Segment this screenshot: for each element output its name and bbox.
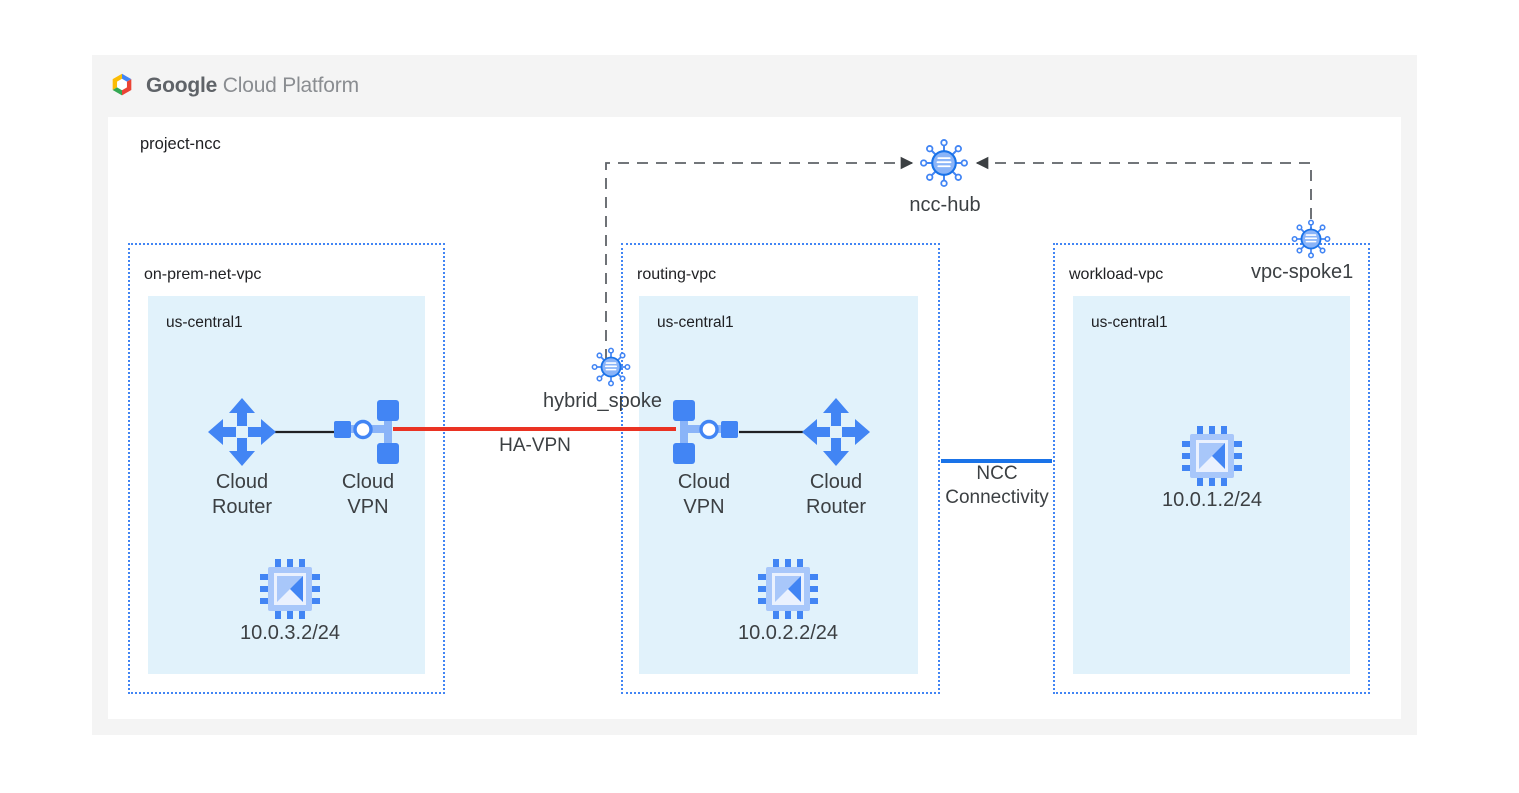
label-vm-right: 10.0.1.2/24 bbox=[1161, 489, 1263, 511]
vpc-on-prem-net-vpc: on-prem-net-vpc bbox=[128, 243, 445, 694]
node-vm-mid[interactable]: 10.0.2.2/24 bbox=[720, 557, 856, 645]
ncc-hub-icon bbox=[920, 139, 968, 187]
gcp-wordmark: Google Cloud Platform bbox=[146, 74, 359, 98]
google-cloud-platform-logo-icon bbox=[112, 73, 132, 96]
node-hybrid-spoke[interactable] bbox=[590, 346, 632, 393]
cloud-vpn-icon bbox=[334, 400, 399, 464]
node-vm-right[interactable]: 10.0.1.2/24 bbox=[1144, 424, 1280, 512]
node-ncc-hub[interactable] bbox=[918, 137, 970, 194]
label-ncc-hub: ncc-hub bbox=[909, 194, 981, 216]
node-cloud-vpn-left[interactable]: Cloud VPN bbox=[332, 396, 404, 520]
region-label-on-prem: us-central1 bbox=[166, 314, 243, 331]
vpc-workload-vpc: workload-vpc bbox=[1053, 243, 1370, 694]
ncc-spoke-icon bbox=[591, 347, 631, 387]
compute-instance-icon bbox=[758, 559, 818, 619]
label-hybrid-spoke: hybrid_spoke bbox=[543, 390, 662, 412]
node-cloud-router-left[interactable]: Cloud Router bbox=[196, 396, 288, 520]
gcp-header: Google Cloud Platform bbox=[92, 55, 1417, 117]
vpc-label-workload: workload-vpc bbox=[1069, 266, 1164, 283]
ncc-spoke-icon bbox=[1291, 219, 1331, 259]
label-cloud-router-mid: Cloud Router bbox=[805, 471, 867, 518]
label-vm-left: 10.0.3.2/24 bbox=[239, 622, 341, 644]
node-vm-left[interactable]: 10.0.3.2/24 bbox=[222, 557, 358, 645]
region-label-routing: us-central1 bbox=[657, 314, 734, 331]
region-label-workload: us-central1 bbox=[1091, 314, 1168, 331]
label-vm-mid: 10.0.2.2/24 bbox=[737, 622, 839, 644]
brand-bold: Google bbox=[146, 74, 218, 97]
label-ha-vpn: HA-VPN bbox=[499, 435, 571, 456]
cloud-vpn-icon bbox=[673, 400, 738, 464]
label-cloud-vpn-mid: Cloud VPN bbox=[677, 471, 731, 518]
compute-instance-icon bbox=[260, 559, 320, 619]
node-vpc-spoke1[interactable] bbox=[1290, 218, 1332, 265]
node-cloud-vpn-mid[interactable]: Cloud VPN bbox=[668, 396, 740, 520]
label-cloud-router-left: Cloud Router bbox=[211, 471, 273, 518]
brand-light: Cloud Platform bbox=[222, 74, 359, 97]
vpc-label-on-prem: on-prem-net-vpc bbox=[144, 266, 262, 283]
project-label: project-ncc bbox=[140, 135, 221, 153]
node-cloud-router-mid[interactable]: Cloud Router bbox=[790, 396, 882, 520]
vpc-label-routing: routing-vpc bbox=[637, 266, 717, 283]
label-vpc-spoke1: vpc-spoke1 bbox=[1251, 261, 1354, 283]
label-ncc-connectivity: NCC Connectivity bbox=[945, 463, 1049, 508]
cloud-router-icon bbox=[208, 398, 276, 466]
cloud-router-icon bbox=[802, 398, 870, 466]
compute-instance-icon bbox=[1182, 426, 1242, 486]
label-cloud-vpn-left: Cloud VPN bbox=[341, 471, 395, 518]
